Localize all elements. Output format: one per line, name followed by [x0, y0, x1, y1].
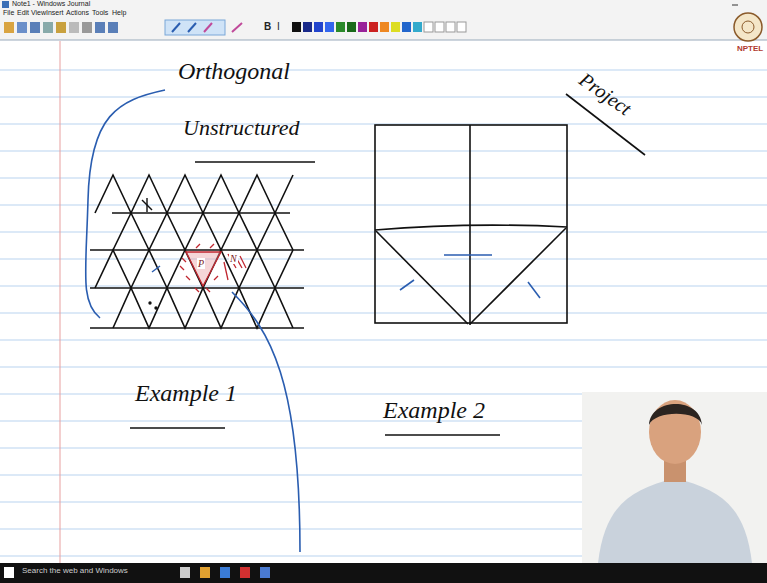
underline	[385, 434, 500, 436]
menu-item: Insert	[46, 9, 64, 17]
handwritten-note: Example 2	[383, 397, 485, 423]
start-button	[4, 567, 14, 578]
app-icon	[2, 1, 9, 8]
taskbar-icon	[260, 567, 270, 578]
taskbar	[0, 563, 767, 583]
menu-item: View	[31, 9, 46, 17]
underline	[195, 161, 315, 163]
nptel-logo-ring	[742, 21, 754, 33]
taskbar-icon	[200, 567, 210, 578]
minimize-button	[732, 5, 738, 6]
toolbar-button: I	[277, 21, 280, 32]
taskbar-icon	[240, 567, 250, 578]
search-box: Search the web and Windows	[22, 567, 128, 576]
window-title: Note1 - Windows Journal	[12, 0, 90, 8]
nptel-logo	[734, 13, 762, 41]
menu-item: Tools	[92, 9, 108, 17]
toolbar-icons	[4, 20, 466, 35]
cell-marks	[400, 255, 540, 298]
logo-text: NPTEL	[737, 45, 763, 54]
underline	[130, 427, 225, 429]
taskbar-icon	[180, 567, 190, 578]
leader-curve	[232, 292, 300, 552]
menu-item: Edit	[17, 9, 29, 17]
lecturer-video	[582, 392, 767, 563]
toolbar-border	[0, 40, 767, 41]
menu-item: Actions	[66, 9, 89, 17]
margin-line	[60, 41, 61, 563]
toolbar-button: B	[264, 21, 271, 32]
highlight-hatch	[180, 244, 246, 292]
menu-item: File	[3, 9, 14, 17]
handwritten-note: Example 1	[135, 380, 237, 406]
handwritten-note: Project	[575, 68, 635, 119]
triangle-mesh	[90, 175, 304, 328]
quad-tri-mesh	[375, 125, 567, 325]
taskbar-icon	[220, 567, 230, 578]
handwritten-note: Orthogonal	[178, 58, 290, 84]
mesh-marks	[152, 266, 160, 272]
mesh-marks	[142, 198, 157, 309]
cell-label: N	[229, 253, 238, 264]
cell-label: P	[197, 258, 205, 269]
menu-item: Help	[112, 9, 126, 17]
handwritten-note: Unstructured	[183, 116, 300, 140]
window-chrome	[0, 0, 767, 40]
